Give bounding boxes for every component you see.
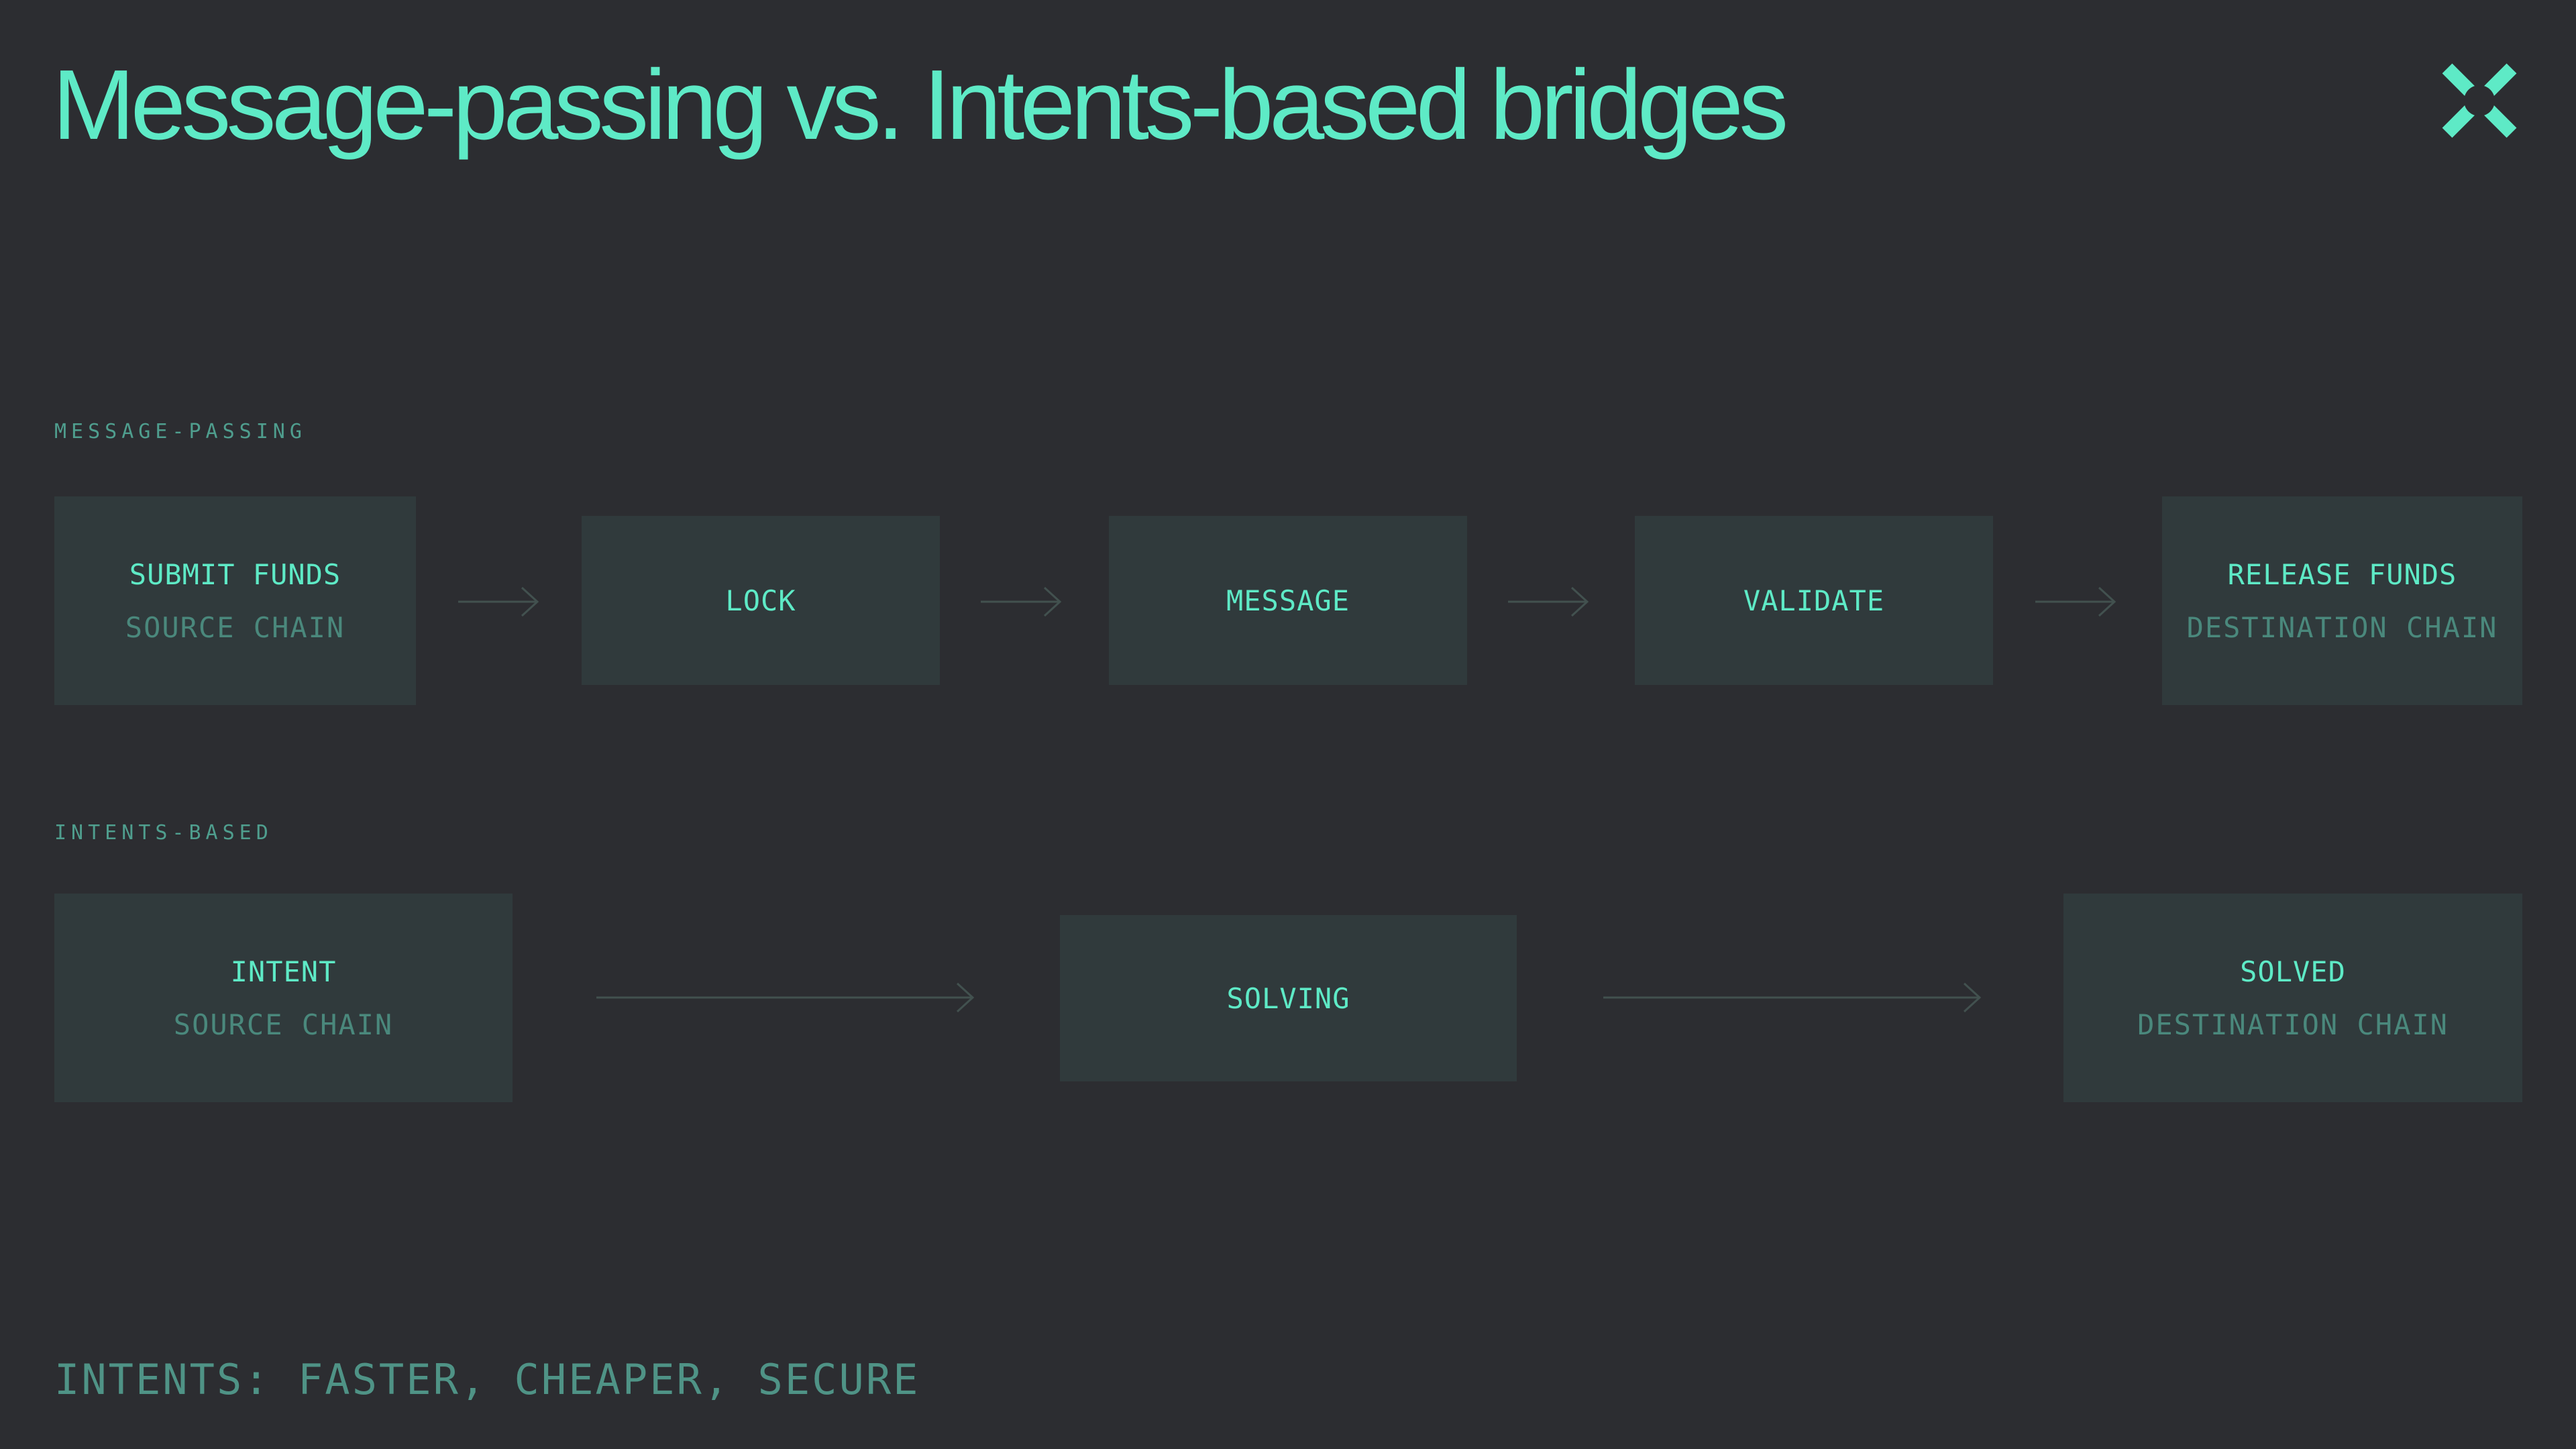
step-intent: INTENT SOURCE CHAIN xyxy=(54,894,513,1102)
step-subtitle: SOURCE CHAIN xyxy=(125,610,345,644)
step-solved: SOLVED DESTINATION CHAIN xyxy=(2063,894,2522,1102)
arrow-right-icon xyxy=(1508,586,1589,617)
arrow-right-icon xyxy=(2035,586,2116,617)
step-validate: VALIDATE xyxy=(1635,516,1993,685)
step-message: MESSAGE xyxy=(1109,516,1467,685)
step-title: RELEASE FUNDS xyxy=(2227,557,2457,591)
step-solving: SOLVING xyxy=(1060,915,1517,1081)
step-title: VALIDATE xyxy=(1743,584,1885,617)
arrow-right-icon xyxy=(1603,982,1982,1013)
page-title: Message-passing vs. Intents-based bridge… xyxy=(52,50,1788,160)
flow-section-label: INTENTS-BASED xyxy=(54,821,273,845)
step-subtitle: SOURCE CHAIN xyxy=(173,1008,394,1041)
step-title: INTENT xyxy=(230,955,337,988)
x-mark-logo-icon xyxy=(2442,63,2517,138)
step-title: MESSAGE xyxy=(1226,584,1350,617)
tagline: INTENTS: FASTER, CHEAPER, SECURE xyxy=(54,1355,920,1404)
step-submit-funds: SUBMIT FUNDS SOURCE CHAIN xyxy=(54,496,416,705)
step-lock: LOCK xyxy=(582,516,940,685)
step-title: LOCK xyxy=(725,584,796,617)
step-title: SUBMIT FUNDS xyxy=(129,557,341,591)
step-title: SOLVED xyxy=(2240,955,2346,988)
step-subtitle: DESTINATION CHAIN xyxy=(2137,1008,2449,1041)
flow-section-label: MESSAGE-PASSING xyxy=(54,420,307,443)
step-subtitle: DESTINATION CHAIN xyxy=(2186,610,2498,644)
step-release-funds: RELEASE FUNDS DESTINATION CHAIN xyxy=(2162,496,2522,705)
arrow-right-icon xyxy=(596,982,975,1013)
arrow-right-icon xyxy=(981,586,1062,617)
arrow-right-icon xyxy=(458,586,539,617)
step-title: SOLVING xyxy=(1226,981,1350,1015)
